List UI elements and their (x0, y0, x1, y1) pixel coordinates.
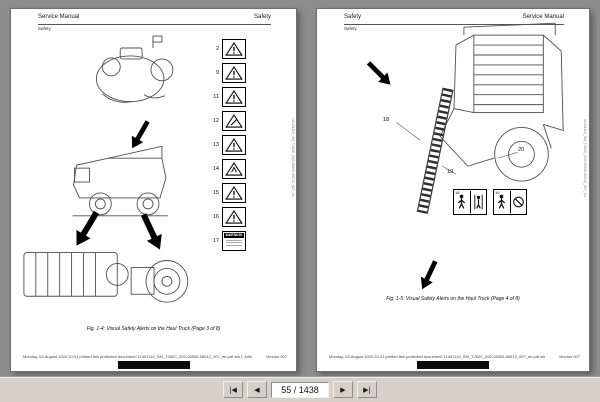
left-page-illustration (23, 35, 189, 303)
print-footer: Monday, 03.August 2020 20:31 printed thi… (23, 354, 252, 359)
decal-number: 17 (212, 238, 219, 244)
warning-decal (222, 135, 246, 155)
safety-decal-row: 17 WARNING (209, 231, 246, 251)
decal-number: 9 (215, 70, 219, 76)
callout-20: 20 (518, 147, 525, 153)
safety-decal-row: 15 (209, 183, 246, 203)
safety-decal-19: 19 (493, 189, 527, 215)
brand-logo-bar (117, 361, 190, 369)
last-page-button[interactable]: ▶| (357, 381, 377, 398)
safety-decal-row: 13 (209, 135, 246, 155)
version-label: Version 007 (558, 354, 580, 359)
warning-decal (222, 87, 246, 107)
page-indicator-field[interactable]: 55 / 1438 (271, 381, 329, 398)
decal-number: 15 (212, 190, 219, 196)
document-page-right: Safety Service Manual Safety (316, 8, 590, 372)
decal-number: 16 (212, 214, 219, 220)
warning-triangle-icon (225, 210, 243, 224)
version-label: Version 007 (265, 354, 287, 359)
side-document-id: 11401119_SM_T282C_532-06505-06512_007_en (291, 119, 295, 197)
right-page-illustration (363, 22, 564, 293)
next-page-button[interactable]: ▶ (333, 381, 353, 398)
side-document-id: 11401119_SM_T282C_532-06505-06512_007_en (583, 119, 587, 197)
header-left-text: Service Manual (38, 14, 80, 20)
safety-decal-pair: 18 19 (453, 189, 527, 215)
safety-decal-18: 18 (453, 189, 487, 215)
safety-decal-row: 14 (209, 159, 246, 179)
warning-triangle-icon (225, 114, 243, 128)
prev-page-button[interactable]: ◀ (247, 381, 267, 398)
figure-caption: Fig. 1-5: Visual Safety Alerts on the Ha… (386, 296, 520, 302)
callout-19: 19 (447, 169, 454, 175)
access-ladder (416, 87, 454, 214)
warning-title: WARNING (224, 233, 244, 238)
warning-text-decal: WARNING (222, 231, 246, 251)
warning-triangle-icon (225, 162, 243, 176)
person-pictogram-icon (458, 194, 466, 209)
page-header: Service Manual Safety (38, 14, 271, 20)
brand-logo-bar (417, 361, 489, 369)
safety-decal-row: 11 (209, 87, 246, 107)
decal-number: 18 (455, 190, 460, 195)
safety-decal-row: 16 (209, 207, 246, 227)
warning-decal (222, 183, 246, 203)
decal-number: 2 (215, 46, 219, 52)
warning-triangle-icon (225, 90, 243, 104)
document-page-left: Service Manual Safety Safety (10, 8, 297, 372)
safety-decal-row: 9 (209, 63, 246, 83)
warning-triangle-icon (225, 138, 243, 152)
header-right-text: Service Manual (522, 14, 564, 20)
header-left-text: Safety (344, 14, 362, 20)
person-pictogram-icon (498, 194, 506, 209)
warning-decal (222, 207, 246, 227)
warning-triangle-icon (225, 186, 243, 200)
decal-number: 11 (213, 94, 219, 100)
warning-decal (222, 159, 246, 179)
decal-number: 13 (212, 142, 219, 148)
safety-decal-row: 12 (209, 111, 246, 131)
warning-triangle-icon (225, 42, 243, 56)
print-footer: Monday, 03.August 2020 20:31 printed thi… (329, 354, 545, 359)
decal-number: 12 (212, 118, 219, 124)
decal-divider (509, 191, 511, 213)
person-climbing-icon (474, 194, 483, 210)
warning-decal (222, 111, 246, 131)
section-label: Safety (344, 26, 357, 31)
callout-18: 18 (383, 117, 390, 123)
decal-divider (469, 191, 471, 213)
warning-fine-print (224, 238, 244, 246)
warning-triangle-icon (225, 66, 243, 80)
figure-caption: Fig. 1-4: Visual Safety Alerts on the Ha… (86, 326, 221, 332)
page-header: Safety Service Manual (344, 14, 564, 20)
first-page-button[interactable]: |◀ (223, 381, 243, 398)
header-right-text: Safety (253, 14, 271, 20)
header-rule (38, 24, 271, 25)
section-label: Safety (38, 26, 51, 31)
decal-number: 19 (495, 190, 500, 195)
header-rule (344, 24, 564, 25)
viewer-toolbar: |◀ ◀ 55 / 1438 ▶ ▶| (0, 376, 600, 402)
decal-number: 14 (212, 166, 219, 172)
safety-decal-row: 2 (209, 39, 246, 59)
warning-decal (222, 63, 246, 83)
safety-decal-column: 2 9 11 12 13 14 15 16 (209, 39, 246, 251)
warning-decal (222, 39, 246, 59)
prohibition-pictogram-icon (512, 196, 524, 208)
